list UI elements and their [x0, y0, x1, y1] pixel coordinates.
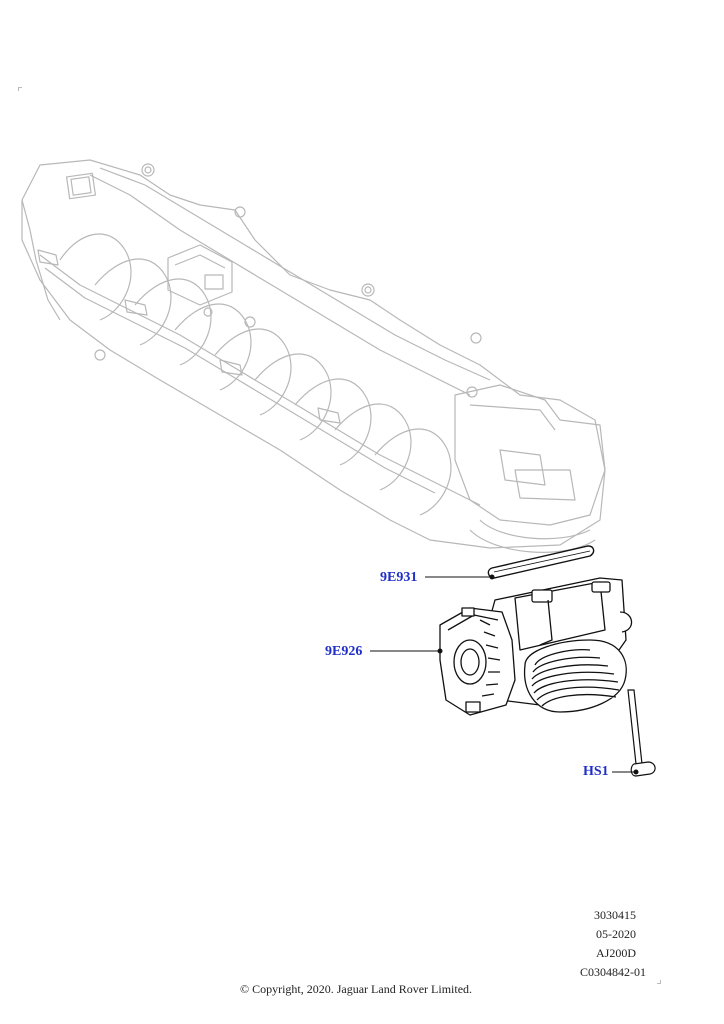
- leader-lines: [370, 574, 639, 775]
- copyright-notice: © Copyright, 2020. Jaguar Land Rover Lim…: [239, 982, 473, 996]
- illustration-code: C0304842-01: [580, 965, 646, 979]
- callout-hs1[interactable]: HS1: [583, 764, 609, 779]
- callout-9e931[interactable]: 9E931: [380, 570, 418, 585]
- gasket-part: [487, 545, 595, 579]
- reference-number: 3030415: [594, 908, 636, 922]
- callout-9e926[interactable]: 9E926: [325, 644, 363, 659]
- engine-code: AJ200D: [595, 946, 636, 960]
- registration-mark: [657, 980, 661, 984]
- bolt-part: [627, 689, 656, 777]
- throttle-body-part: [439, 577, 633, 716]
- intake-manifold-illustration: [21, 159, 606, 553]
- registration-mark: [18, 87, 22, 91]
- date-code: 05-2020: [596, 927, 636, 941]
